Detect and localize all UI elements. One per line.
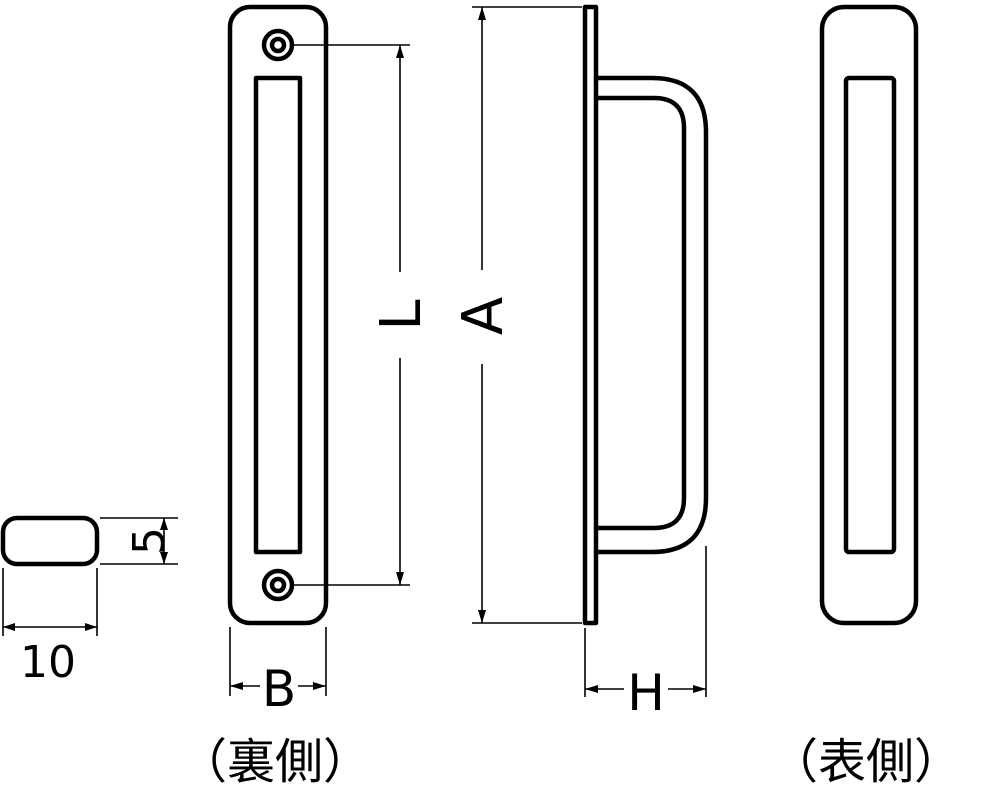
side-base-plate	[582, 4, 599, 626]
back-side-caption: （裏側）	[179, 734, 371, 790]
back-plate-outline	[227, 4, 329, 626]
front-plate-outline	[819, 4, 919, 626]
h-dimension-label: H	[627, 664, 665, 722]
handle-outer-profile	[596, 75, 709, 555]
b-dimension-label: B	[262, 660, 296, 718]
front-grip-slot	[843, 75, 897, 555]
back-side-view: L B （裏側）	[179, 4, 434, 790]
front-side-view: （表側）	[770, 4, 962, 790]
cross-section-outline	[0, 515, 100, 567]
handle-inner-profile	[596, 95, 687, 531]
section-height-label: 5	[124, 527, 175, 555]
back-plate-slot	[253, 75, 303, 555]
bottom-screw-hole	[261, 568, 295, 602]
cross-section-view: 5 10	[0, 515, 178, 688]
a-dimension-label: A	[451, 297, 516, 335]
l-dimension-label: L	[369, 299, 434, 330]
side-view: A H	[451, 4, 709, 722]
front-side-caption: （表側）	[770, 734, 962, 790]
top-screw-hole	[261, 28, 295, 62]
section-width-label: 10	[20, 637, 76, 688]
